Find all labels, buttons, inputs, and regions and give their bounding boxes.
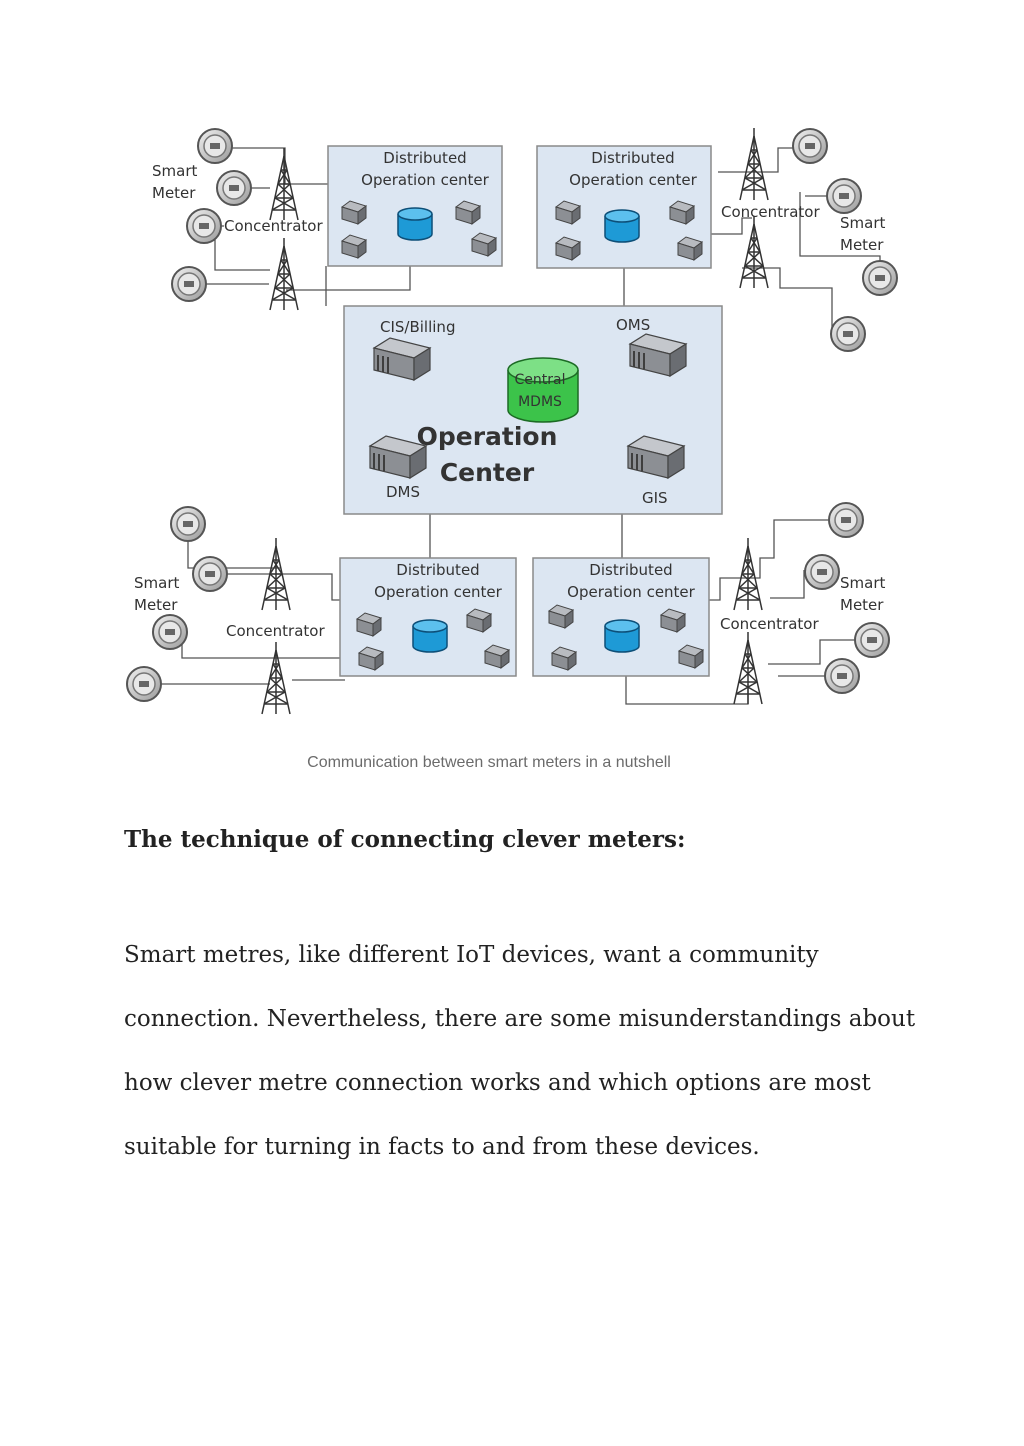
server-icon xyxy=(555,236,581,261)
smart-meter-icon xyxy=(170,506,206,542)
smart-meter-label-line-2: Meter xyxy=(134,596,178,614)
smart-meter-icon xyxy=(192,556,228,592)
central-mdms-database-icon xyxy=(507,357,579,423)
smart-meter-label-line-2: Meter xyxy=(152,184,196,202)
database-icon xyxy=(412,619,448,653)
dist-center-label-line-2: Operation center xyxy=(374,583,503,601)
distributed-operation-center-top-right: Distributed Operation center xyxy=(536,145,712,269)
dist-center-label-line-1: Distributed xyxy=(383,149,466,167)
paragraph-line-4: suitable for turning in facts to and fro… xyxy=(124,1134,760,1160)
central-mdms-label-line-1: Central xyxy=(515,372,566,388)
operation-center-title-line-1: Operation xyxy=(417,422,558,451)
smart-meter-icon xyxy=(830,316,866,352)
concentrator-label: Concentrator xyxy=(224,217,323,235)
tower-icon xyxy=(733,631,763,705)
cis-billing-label: CIS/Billing xyxy=(380,318,455,336)
central-mdms-label-line-2: MDMS xyxy=(518,394,562,410)
server-icon xyxy=(551,646,577,671)
database-icon xyxy=(604,619,640,653)
smart-meter-label-line-1: Smart xyxy=(840,574,885,592)
tower-icon xyxy=(261,641,291,715)
distributed-operation-center-bottom-left: Distributed Operation center xyxy=(339,557,517,677)
smart-meter-icon xyxy=(854,622,890,658)
server-icon xyxy=(341,200,367,225)
server-icon xyxy=(484,644,510,669)
tower-icon xyxy=(739,127,769,201)
server-icon xyxy=(466,608,492,633)
tower-icon xyxy=(269,237,299,311)
smart-meter-icon xyxy=(828,502,864,538)
dist-center-label-line-2: Operation center xyxy=(361,171,490,189)
smart-meter-icon xyxy=(152,614,188,650)
database-icon xyxy=(604,209,640,243)
server-icon xyxy=(555,200,581,225)
operation-center: CIS/Billing OMS DMS GIS Central MDMS Ope… xyxy=(343,305,723,515)
server-icon xyxy=(358,646,384,671)
smart-meter-icon xyxy=(216,170,252,206)
smart-meter-icon xyxy=(804,554,840,590)
concentrator-label: Concentrator xyxy=(226,622,325,640)
paragraph-line-3: how clever metre connection works and wh… xyxy=(124,1070,871,1096)
smart-meter-icon xyxy=(824,658,860,694)
server-icon xyxy=(471,232,497,257)
smart-meter-icon xyxy=(826,178,862,214)
oms-label: OMS xyxy=(616,316,650,334)
smart-meter-icon xyxy=(171,266,207,302)
distributed-operation-center-top-left: Distributed Operation center xyxy=(327,145,503,267)
distributed-operation-center-bottom-right: Distributed Operation center xyxy=(532,557,710,677)
server-icon xyxy=(677,236,703,261)
dist-center-label-line-2: Operation center xyxy=(567,583,696,601)
paragraph-line-2: connection. Nevertheless, there are some… xyxy=(124,1006,916,1032)
paragraph-line-1: Smart metres, like different IoT devices… xyxy=(124,942,819,968)
server-icon xyxy=(548,604,574,629)
dist-center-label-line-1: Distributed xyxy=(591,149,674,167)
smart-meter-label-line-2: Meter xyxy=(840,596,884,614)
smart-meter-icon xyxy=(186,208,222,244)
server-icon xyxy=(455,200,481,225)
dist-center-label-line-2: Operation center xyxy=(569,171,698,189)
tower-icon xyxy=(733,537,763,611)
operation-center-title-line-2: Center xyxy=(440,458,535,487)
dist-center-label-line-1: Distributed xyxy=(396,561,479,579)
smart-meter-label-line-1: Smart xyxy=(134,574,179,592)
smart-meter-icon xyxy=(126,666,162,702)
server-icon xyxy=(356,612,382,637)
server-icon xyxy=(341,234,367,259)
server-icon xyxy=(678,644,704,669)
dms-label: DMS xyxy=(386,483,420,501)
smart-meter-icon xyxy=(862,260,898,296)
smart-meter-icon xyxy=(197,128,233,164)
concentrator-label: Concentrator xyxy=(720,615,819,633)
smart-meter-label-line-2: Meter xyxy=(840,236,884,254)
server-icon xyxy=(669,200,695,225)
database-icon xyxy=(397,207,433,241)
smart-meter-network-diagram: Distributed Operation center Distributed… xyxy=(126,127,898,715)
smart-meter-icon xyxy=(792,128,828,164)
gis-label: GIS xyxy=(642,489,668,507)
server-icon xyxy=(660,608,686,633)
tower-icon xyxy=(739,215,769,289)
smart-meter-label-line-1: Smart xyxy=(840,214,885,232)
section-heading: The technique of connecting clever meter… xyxy=(124,826,686,853)
smart-meter-label-line-1: Smart xyxy=(152,162,197,180)
figure-caption: Communication between smart meters in a … xyxy=(307,754,671,771)
dist-center-label-line-1: Distributed xyxy=(589,561,672,579)
concentrator-label: Concentrator xyxy=(721,203,820,221)
